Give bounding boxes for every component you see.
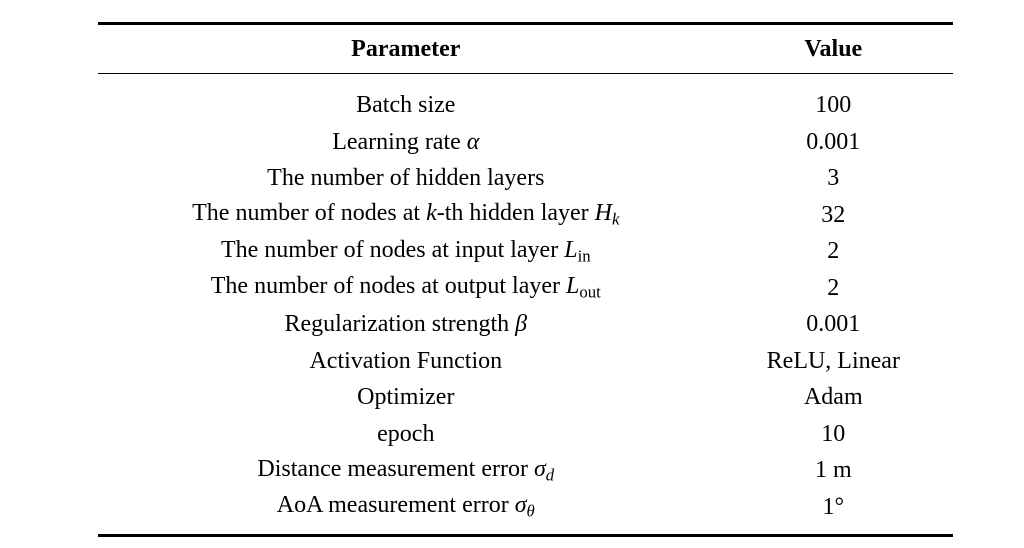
text-segment: Activation Function [309, 347, 503, 374]
value-cell: 3 [827, 165, 840, 192]
math-symbol: L [566, 273, 580, 299]
table-row: The number of hidden layers 3 [98, 160, 953, 197]
math-symbol: k [426, 200, 437, 226]
text-segment: The number of nodes at [192, 200, 427, 226]
table-row: The number of nodes at k-th hidden layer… [98, 197, 953, 234]
table-row: The number of nodes at output layer Lout… [98, 270, 953, 307]
parameter-cell: Regularization strength β [98, 306, 714, 343]
text-segment: AoA measurement error [276, 492, 515, 518]
math-symbol: θ [526, 501, 535, 521]
table-row: Optimizer Adam [98, 379, 953, 416]
value-cell: 32 [821, 201, 846, 228]
table-header: Parameter Value [98, 23, 953, 74]
math-symbol: σ [514, 492, 527, 518]
text-segment: Regularization strength [284, 311, 516, 338]
math-symbol: L [564, 236, 578, 263]
text-segment: Distance measurement error [257, 455, 534, 482]
value-cell: ReLU, Linear [766, 347, 900, 374]
value-cell: Adam [803, 384, 863, 411]
parameter-cell: The number of nodes at input layer Lin [98, 233, 714, 270]
table-row: Distance measurement error σd 1 m [98, 452, 953, 489]
value-cell: 0.001 [806, 128, 861, 155]
parameter-cell: AoA measurement error σθ [98, 489, 714, 536]
math-symbol: out [579, 282, 601, 302]
parameter-cell: The number of nodes at output layer Lout [98, 270, 714, 307]
text-segment: Batch size [356, 92, 456, 119]
parameter-cell: Optimizer [98, 379, 714, 416]
parameter-cell: The number of hidden layers [98, 160, 714, 197]
parameter-column-header: Parameter [98, 23, 714, 74]
text-segment: Optimizer [357, 384, 455, 411]
math-symbol: d [545, 465, 555, 485]
text-segment: Learning rate [332, 128, 467, 155]
math-symbol: β [515, 311, 528, 338]
value-cell: 2 [827, 238, 840, 265]
math-symbol: in [577, 246, 591, 266]
table-row: AoA measurement error σθ 1° [98, 489, 953, 536]
parameter-cell: Batch size [98, 74, 714, 124]
table-row: epoch 10 [98, 416, 953, 453]
math-symbol: σ [533, 455, 546, 482]
parameter-cell: Activation Function [98, 343, 714, 380]
value-column-header: Value [713, 23, 953, 74]
text-segment: -th hidden layer [436, 200, 595, 226]
math-symbol: α [466, 128, 480, 155]
text-segment: The number of nodes at output layer [210, 273, 566, 299]
math-symbol: k [612, 209, 620, 229]
text-segment: epoch [377, 420, 435, 447]
table-row: The number of nodes at input layer Lin 2 [98, 233, 953, 270]
table-row: Regularization strength β 0.001 [98, 306, 953, 343]
math-symbol: H [594, 200, 613, 226]
value-cell: 1 m [814, 457, 852, 484]
value-cell: 100 [815, 92, 852, 119]
header-row: Parameter Value [98, 23, 953, 74]
value-cell: 2 [827, 274, 840, 301]
text-segment: The number of nodes at input layer [220, 236, 565, 263]
table-row: Learning rate α 0.001 [98, 124, 953, 161]
parameter-cell: Distance measurement error σd [98, 452, 714, 489]
value-cell: 10 [821, 420, 846, 447]
text-segment: The number of hidden layers [267, 165, 545, 192]
value-cell: 1° [822, 493, 845, 520]
table-row: Activation Function ReLU, Linear [98, 343, 953, 380]
value-cell: 0.001 [806, 311, 861, 338]
parameter-cell: epoch [98, 416, 714, 453]
parameter-cell: Learning rate α [98, 124, 714, 161]
parameter-cell: The number of nodes at k-th hidden layer… [98, 197, 714, 234]
table-row: Batch size 100 [98, 74, 953, 124]
